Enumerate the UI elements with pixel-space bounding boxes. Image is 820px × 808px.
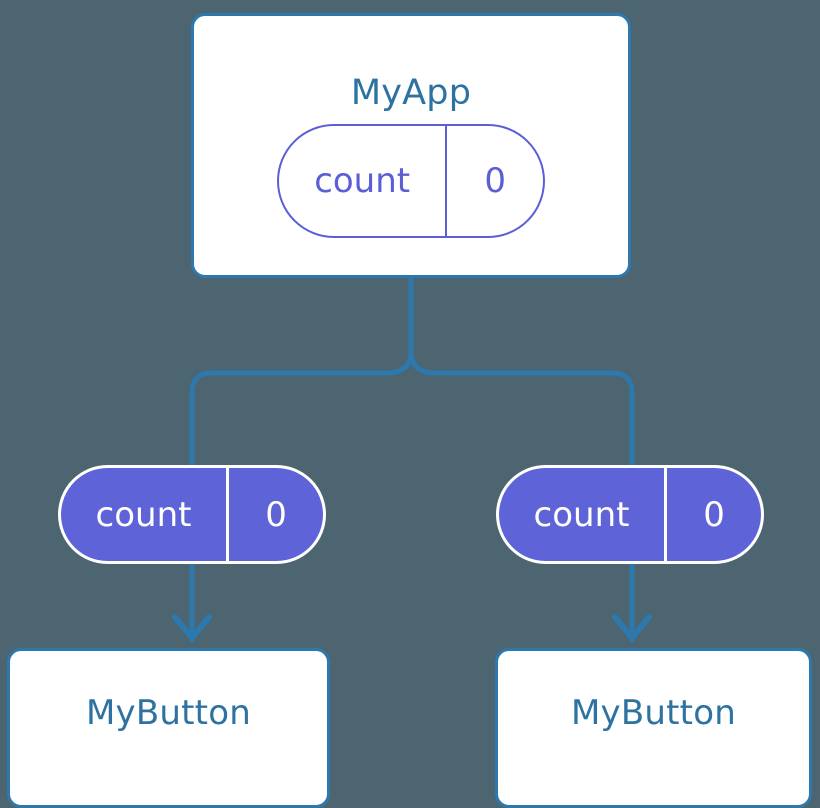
state-pill-branch-right[interactable]: count 0 bbox=[496, 465, 764, 564]
state-value: 0 bbox=[664, 468, 761, 561]
state-pill-branch-left[interactable]: count 0 bbox=[58, 465, 326, 564]
state-label: count bbox=[533, 494, 630, 535]
connector-branch-left bbox=[189, 349, 414, 468]
state-label: count bbox=[314, 161, 411, 201]
component-card-mybutton-right[interactable]: MyButton bbox=[495, 648, 812, 808]
component-name-myapp: MyApp bbox=[350, 73, 472, 113]
state-value: 0 bbox=[445, 126, 543, 236]
component-name-mybutton: MyButton bbox=[571, 693, 736, 733]
diagram-canvas: MyApp count 0 count 0 MyButton count 0 M… bbox=[7, 13, 812, 808]
state-value: 0 bbox=[226, 468, 323, 561]
state-pill-myapp[interactable]: count 0 bbox=[277, 124, 545, 238]
component-name-mybutton: MyButton bbox=[86, 693, 251, 733]
arrow-head-right-icon bbox=[612, 614, 652, 641]
arrow-head-left-icon bbox=[172, 614, 212, 641]
state-label: count bbox=[95, 494, 192, 535]
connector-lines bbox=[172, 275, 652, 643]
connector-branch-right bbox=[408, 349, 635, 468]
component-card-mybutton-left[interactable]: MyButton bbox=[7, 648, 330, 808]
